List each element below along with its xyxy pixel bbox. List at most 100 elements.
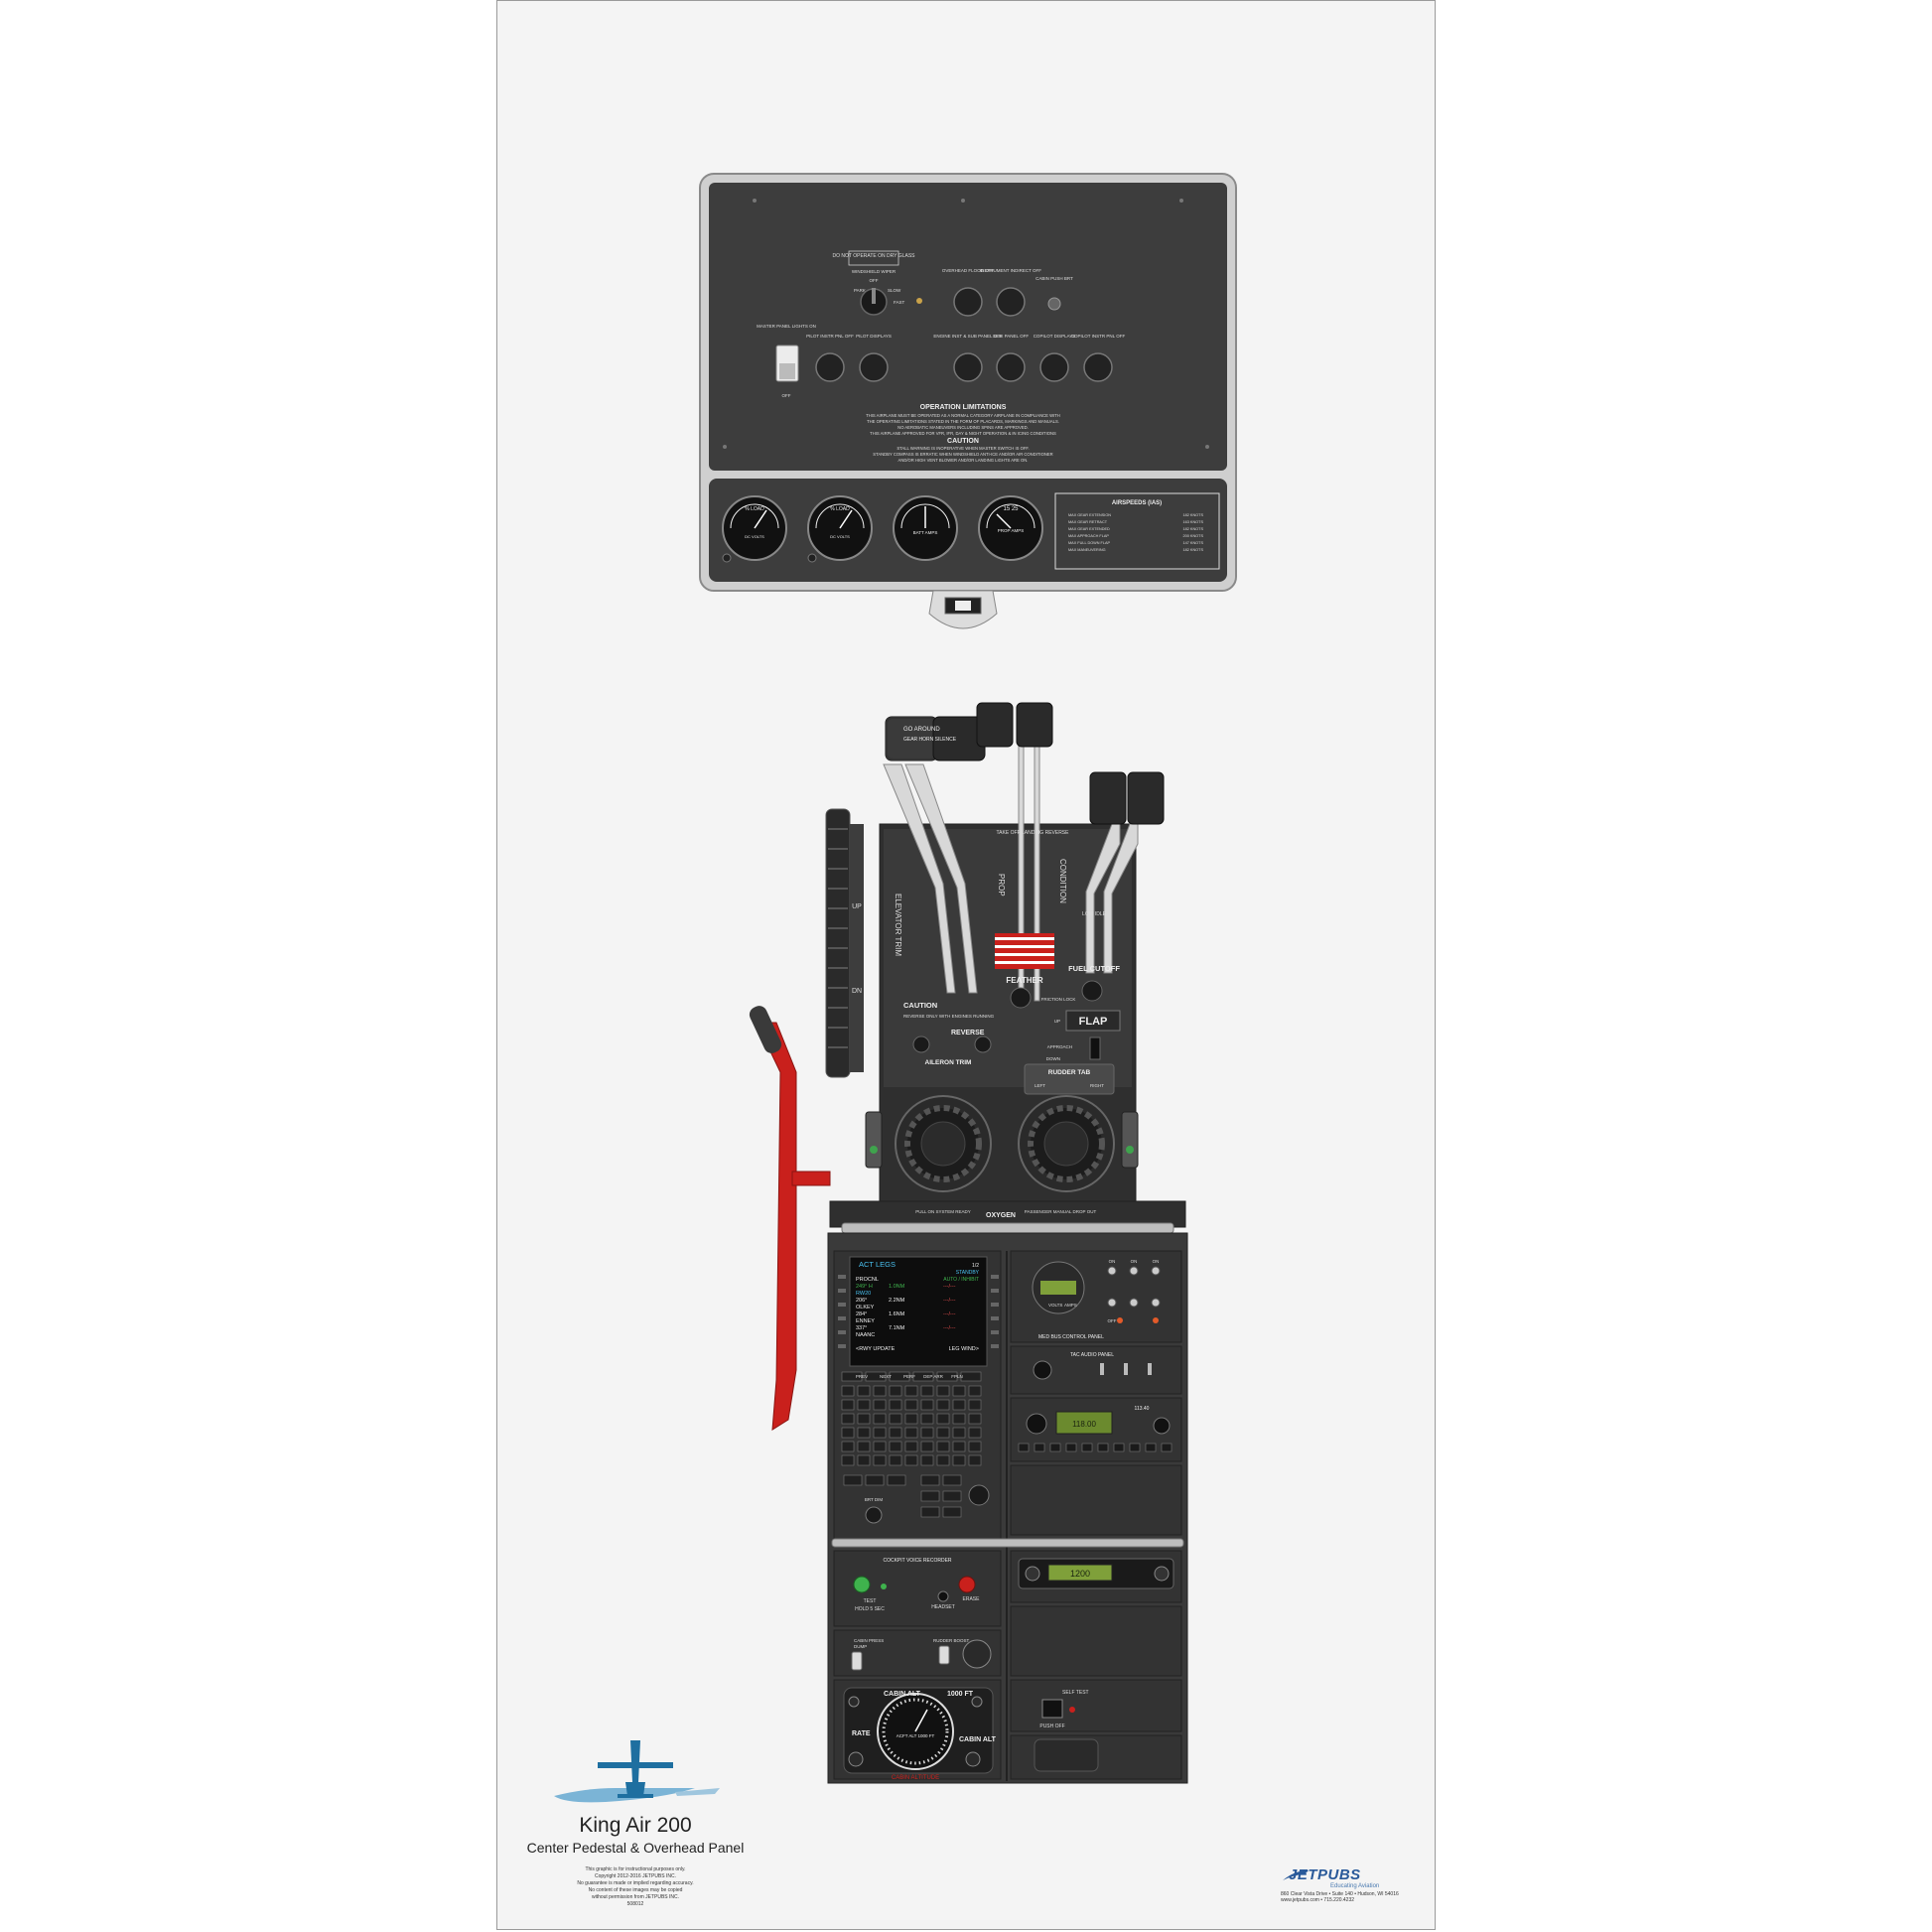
blank-panel: [1010, 1464, 1182, 1536]
pilot-instr-knob[interactable]: [815, 352, 845, 382]
prop-lever-knob-left[interactable]: [976, 702, 1014, 748]
airspeeds-placard: AIRSPEEDS (IAS) MAX GEAR EXTENSION 182 K…: [1054, 492, 1220, 570]
fms-brightness-knob[interactable]: [865, 1506, 883, 1524]
off-label: OFF: [1108, 1318, 1117, 1323]
aileron-trim-knob[interactable]: [895, 1095, 992, 1192]
gauge-sub-label: DC VOLTS: [830, 534, 850, 539]
fms-cdu: ACT LEGS 1/2 STANDBY AUTO / INHIBIT PROC…: [833, 1250, 1002, 1540]
rudder-right-label: RIGHT: [1090, 1083, 1104, 1088]
bus-control-panel: VOLTS AMPS MED BUS CONTROL PANEL ON ON O…: [1010, 1250, 1182, 1343]
storage-compartment[interactable]: [1010, 1734, 1182, 1780]
tac-audio-knob[interactable]: [1033, 1360, 1052, 1380]
master-off-label: OFF: [782, 393, 791, 398]
elevator-trim-wheel[interactable]: [825, 808, 851, 1078]
cvr-erase-button[interactable]: [958, 1576, 976, 1593]
power-friction-knob-2[interactable]: [974, 1035, 992, 1053]
nav-tune-knob[interactable]: [1153, 1417, 1171, 1435]
master-panel-lights-label: MASTER PANEL LIGHTS ON: [757, 324, 816, 329]
pedestal-caution-label: CAUTION: [903, 1001, 937, 1010]
cvr-test-button[interactable]: [853, 1576, 871, 1593]
lower-knob-row: PILOT INSTR PNL OFF PILOT DISPLAYS ENGIN…: [806, 334, 1126, 382]
power-levers[interactable]: [883, 716, 986, 994]
feather-label: FEATHER: [1006, 976, 1042, 985]
self-test-panel: SELF TEST PUSH OFF: [1010, 1679, 1182, 1732]
xpdr-ident-button[interactable]: [1025, 1566, 1040, 1582]
condition-lever-knob-right[interactable]: [1127, 771, 1165, 825]
standby-compass: [928, 590, 998, 629]
cvr-headset-label: HEADSET: [931, 1604, 955, 1610]
wiper-knob[interactable]: [860, 288, 888, 316]
fms-data-knob[interactable]: [968, 1484, 990, 1506]
pilot-instr-label: PILOT INSTR PNL OFF: [806, 334, 854, 339]
indicator-lamp: [916, 298, 922, 304]
radio-button-row[interactable]: [1018, 1443, 1173, 1452]
landing-gear-emergency-handle[interactable]: [747, 1004, 831, 1431]
aileron-trim-label: AILERON TRIM: [925, 1059, 972, 1066]
cabin-press-switch[interactable]: [851, 1651, 863, 1671]
wiper-fast-label: FAST: [894, 300, 905, 305]
condition-lever-knob-left[interactable]: [1089, 771, 1127, 825]
fms-standby: STANDBY: [956, 1270, 980, 1276]
power-friction-knob[interactable]: [912, 1035, 930, 1053]
airspeed-row-value: 200 KNOTS: [1183, 534, 1204, 538]
cvr-hold-label: HOLD 5 SEC: [855, 1606, 885, 1612]
rudder-tab-knob[interactable]: [1018, 1095, 1115, 1192]
gauge-prop-amps: 15 25 PROP AMPS: [978, 495, 1043, 561]
prop-lever-knob-right[interactable]: [1016, 702, 1053, 748]
gauge-sub-label: 15 25: [1003, 506, 1019, 512]
oxygen-control-bar[interactable]: [841, 1222, 1174, 1234]
cabin-push-button[interactable]: [1047, 297, 1061, 311]
flap-selector[interactable]: FLAP: [1065, 1010, 1121, 1060]
xpdr-mode-knob[interactable]: [1154, 1566, 1170, 1582]
fms-leg-alt: ---/---: [943, 1311, 956, 1317]
engine-inst-knob[interactable]: [953, 352, 983, 382]
pilot-displays-knob[interactable]: [859, 352, 889, 382]
op-limits-title: OPERATION LIMITATIONS: [920, 404, 1007, 411]
on-label: ON: [1109, 1259, 1116, 1264]
fms-leg-row: 284°: [856, 1311, 867, 1317]
fms-key-label: FPLN: [951, 1374, 963, 1379]
rate-label: RATE: [852, 1730, 871, 1737]
prop-friction-knob[interactable]: [1010, 987, 1032, 1009]
cabin-alt-title: CABIN ALT: [884, 1691, 921, 1698]
condition-friction-knob[interactable]: [1081, 980, 1103, 1002]
com-tune-knob[interactable]: [1026, 1413, 1047, 1435]
cabin-alt-label: CABIN ALT: [959, 1736, 997, 1743]
copilot-instr-knob[interactable]: [1083, 352, 1113, 382]
rudder-boost-switch[interactable]: [938, 1645, 950, 1665]
rate-knob[interactable]: [848, 1751, 864, 1767]
cvr-headset-jack[interactable]: [937, 1590, 949, 1602]
fms-bottom-keys[interactable]: [843, 1474, 962, 1518]
push-off-button[interactable]: [1041, 1699, 1063, 1719]
side-panel-knob[interactable]: [996, 352, 1026, 382]
takeoff-label: TAKE OFF LANDING REVERSE: [997, 830, 1070, 836]
caution-line: STANDBY COMPASS IS ERRATIC WHEN WINDSHIE…: [873, 452, 1052, 457]
airspeed-row-value: 182 KNOTS: [1183, 548, 1204, 552]
condition-levers[interactable]: [1085, 771, 1165, 974]
caution-title: CAUTION: [947, 438, 979, 445]
oxygen-left-label: PULL ON SYSTEM READY: [915, 1209, 971, 1214]
fms-keypad[interactable]: [841, 1371, 982, 1466]
pilot-displays-label: PILOT DISPLAYS: [856, 334, 892, 339]
gear-horn-label: GEAR HORN SILENCE: [903, 737, 957, 743]
wiper-slow-label: SLOW: [888, 288, 901, 293]
tac-audio-panel: TAC AUDIO PANEL: [1010, 1345, 1182, 1395]
pressure-control-knob[interactable]: [962, 1639, 992, 1669]
feather-gate: [995, 933, 1054, 969]
airspeed-row-label: MAX MANEUVERING: [1068, 548, 1106, 552]
copilot-displays-knob[interactable]: [1039, 352, 1069, 382]
aircraft-logo-icon: [554, 1740, 720, 1803]
instrument-indirect-knob[interactable]: [996, 287, 1026, 317]
cockpit-voice-recorder: COCKPIT VOICE RECORDER TEST HOLD 5 SEC H…: [833, 1550, 1002, 1627]
instrument-indirect-label: INSTRUMENT INDIRECT OFF: [980, 268, 1041, 273]
bus-switch-grid[interactable]: [1107, 1266, 1161, 1308]
overhead-flood-knob[interactable]: [953, 287, 983, 317]
jetpubs-swoosh-icon: [1283, 1870, 1309, 1880]
trim-up-label: UP: [852, 903, 862, 910]
op-limits-line: THIS AIRPLANE APPROVED FOR VFR, IFR, DAY…: [870, 431, 1056, 436]
cabin-alt-knob[interactable]: [965, 1751, 981, 1767]
cabin-altitude-controller: ACFT ALT 1000 FT CABIN ALT 1000 FT RATE …: [833, 1679, 1002, 1781]
overhead-panel: DO NOT OPERATE ON DRY GLASS WINDSHIELD W…: [699, 173, 1237, 629]
gauge-label: BATT AMPS: [913, 530, 938, 535]
fms-leg-dist: 1.0NM: [889, 1284, 905, 1290]
